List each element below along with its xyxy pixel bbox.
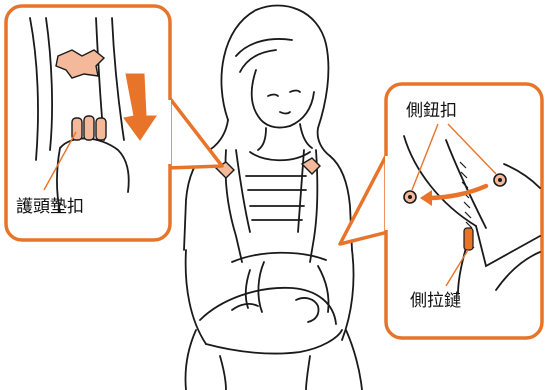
headrest-buckle-lower (71, 115, 107, 141)
down-arrow-icon (123, 73, 157, 141)
person-wearing-carrier (183, 4, 363, 390)
leader-line-buckle (43, 131, 77, 191)
headrest-buckle-upper (55, 49, 106, 79)
side-closure-callout: 側鈕扣 側拉鏈 (338, 82, 544, 340)
headrest-buckle-label: 護頭墊扣 (16, 197, 84, 217)
side-zipper-label: 側拉鏈 (410, 291, 461, 311)
zipper-pull-icon (463, 227, 474, 251)
headrest-buckle-callout: 護頭墊扣 (4, 4, 224, 242)
leader-line-zipper (445, 249, 469, 287)
side-buttons-label: 側鈕扣 (406, 101, 457, 121)
curved-arrow-icon (420, 183, 489, 206)
leader-lines-buttons (411, 123, 497, 191)
shoulder-buckle-right (300, 157, 321, 175)
